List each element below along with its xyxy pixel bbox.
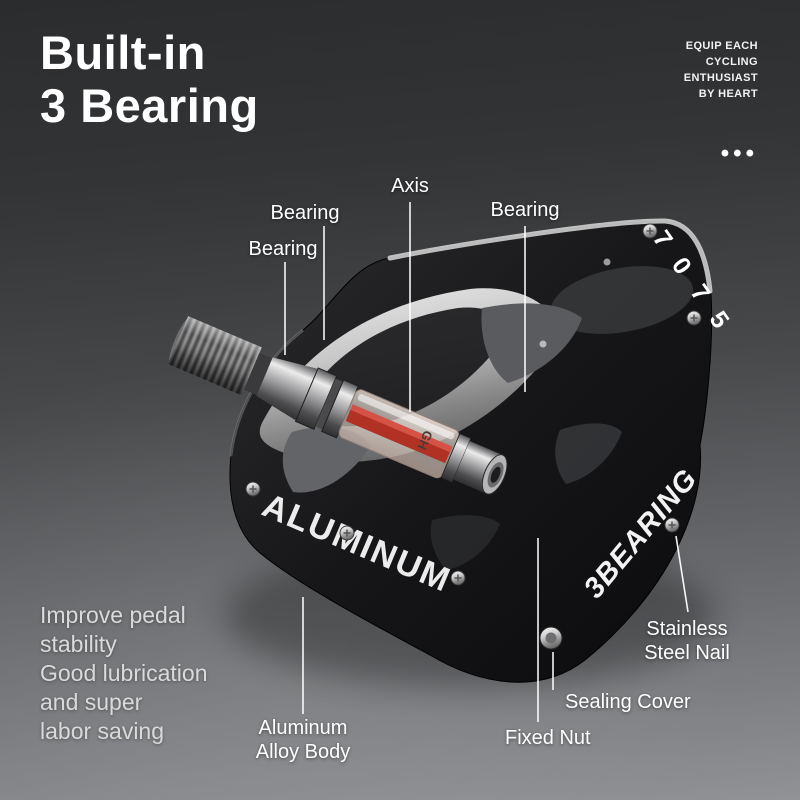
cutout-hole-lower — [282, 426, 371, 493]
title-line-2: 3 Bearing — [40, 79, 259, 132]
ellipsis-dots: ••• — [720, 140, 758, 167]
sealing-cover-part — [539, 626, 563, 650]
tagline-line: BY HEART — [698, 88, 758, 100]
surface-pin — [603, 258, 611, 266]
callout-fixed-nut: Fixed Nut — [505, 727, 591, 749]
feature-text: Improve pedal stability Good lubrication… — [40, 601, 208, 746]
feature-line: and super — [40, 689, 143, 715]
steel-nail-icon — [245, 481, 261, 497]
callout-sealing-cover: Sealing Cover — [565, 691, 691, 713]
feature-line: labor saving — [40, 718, 165, 744]
steel-nail-icon — [642, 223, 658, 239]
hex-socket — [490, 466, 501, 483]
tube-highlight — [357, 394, 455, 440]
cutout-recess-right — [555, 423, 622, 484]
feature-line: stability — [40, 631, 117, 657]
brand-tagline: EQUIP EACH CYCLING ENTHUSIAST BY HEART — [684, 38, 758, 102]
spindle-collar — [243, 352, 273, 396]
bearing-ring-1 — [294, 367, 338, 430]
callout-stainless-steel-nail: Stainless Steel Nail — [644, 618, 730, 664]
steel-nail-icon — [450, 570, 466, 586]
title-line-1: Built-in — [40, 26, 206, 79]
tagline-line: ENTHUSIAST — [683, 72, 758, 84]
page-title: Built-in 3 Bearing — [40, 26, 259, 132]
cutout-hole-upper — [481, 303, 582, 383]
tagline-line: EQUIP EACH — [685, 40, 758, 52]
pedal-top-bevel — [387, 218, 713, 294]
steel-nail-icon — [686, 310, 702, 326]
surface-pin — [539, 340, 547, 348]
callout-bearing-right: Bearing — [490, 199, 560, 221]
leader-stainless-nail — [675, 535, 689, 613]
bearing-groove — [315, 378, 343, 430]
spindle-assembly: GH — [167, 316, 508, 495]
steel-nails — [245, 223, 702, 586]
callout-axis: Axis — [391, 175, 429, 197]
steel-nail-icon — [339, 525, 355, 541]
top-face-sheen — [550, 266, 694, 334]
cutout-recess-bottom — [430, 515, 500, 570]
feature-line: Improve pedal — [40, 602, 186, 628]
feature-line: Good lubrication — [40, 660, 208, 686]
callout-bearing-left-upper: Bearing — [270, 202, 340, 224]
callout-bearing-left-lower: Bearing — [248, 238, 318, 260]
steel-nail-icon — [664, 517, 680, 533]
callout-aluminum-alloy-body: Aluminum Alloy Body — [255, 717, 351, 763]
tube-label: GH — [414, 428, 435, 452]
leader-lines — [284, 202, 689, 722]
tagline-line: CYCLING — [705, 56, 758, 68]
